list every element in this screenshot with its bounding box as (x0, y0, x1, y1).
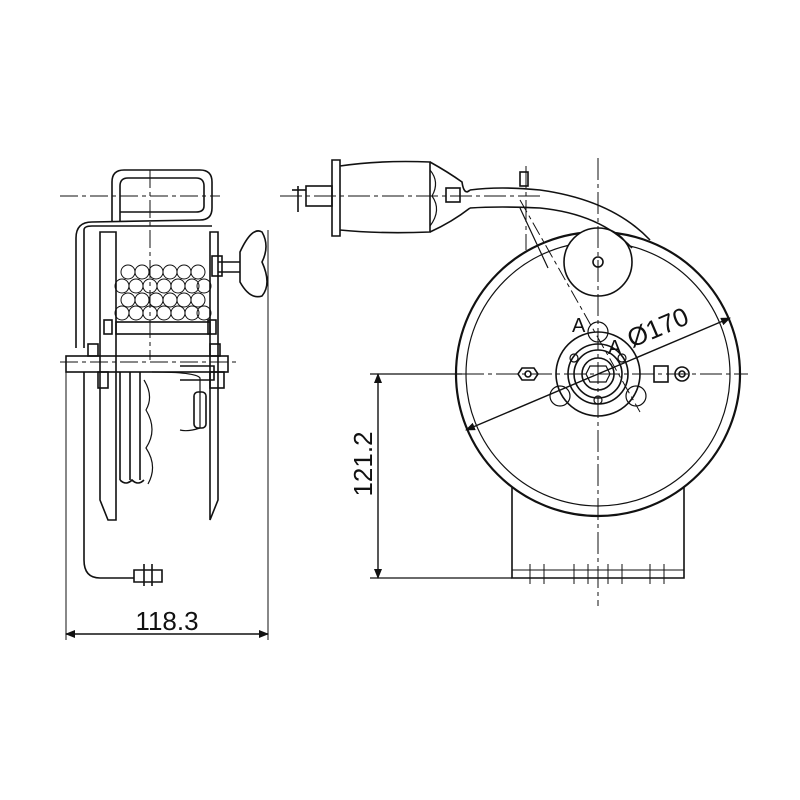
front-view (292, 159, 742, 584)
hose-arm (469, 187, 651, 249)
section-label-right: A (608, 337, 622, 359)
width-dimension-label: 118.3 (135, 606, 198, 636)
height-dimension-label: 121.2 (348, 431, 378, 496)
center-lines (280, 158, 748, 606)
section-label-left: A (572, 315, 586, 337)
width-dimension: 118.3 (65, 606, 269, 638)
base-plate (65, 355, 229, 373)
height-dimension (370, 373, 512, 579)
frame-rod (75, 221, 93, 348)
side-view (60, 169, 269, 640)
crank-knob (218, 230, 268, 298)
hose-coil (114, 264, 212, 321)
left-flange (99, 231, 117, 521)
nozzle (331, 159, 431, 237)
foot-bolt (133, 564, 163, 586)
carry-handle (91, 169, 213, 223)
right-flange (209, 231, 219, 521)
